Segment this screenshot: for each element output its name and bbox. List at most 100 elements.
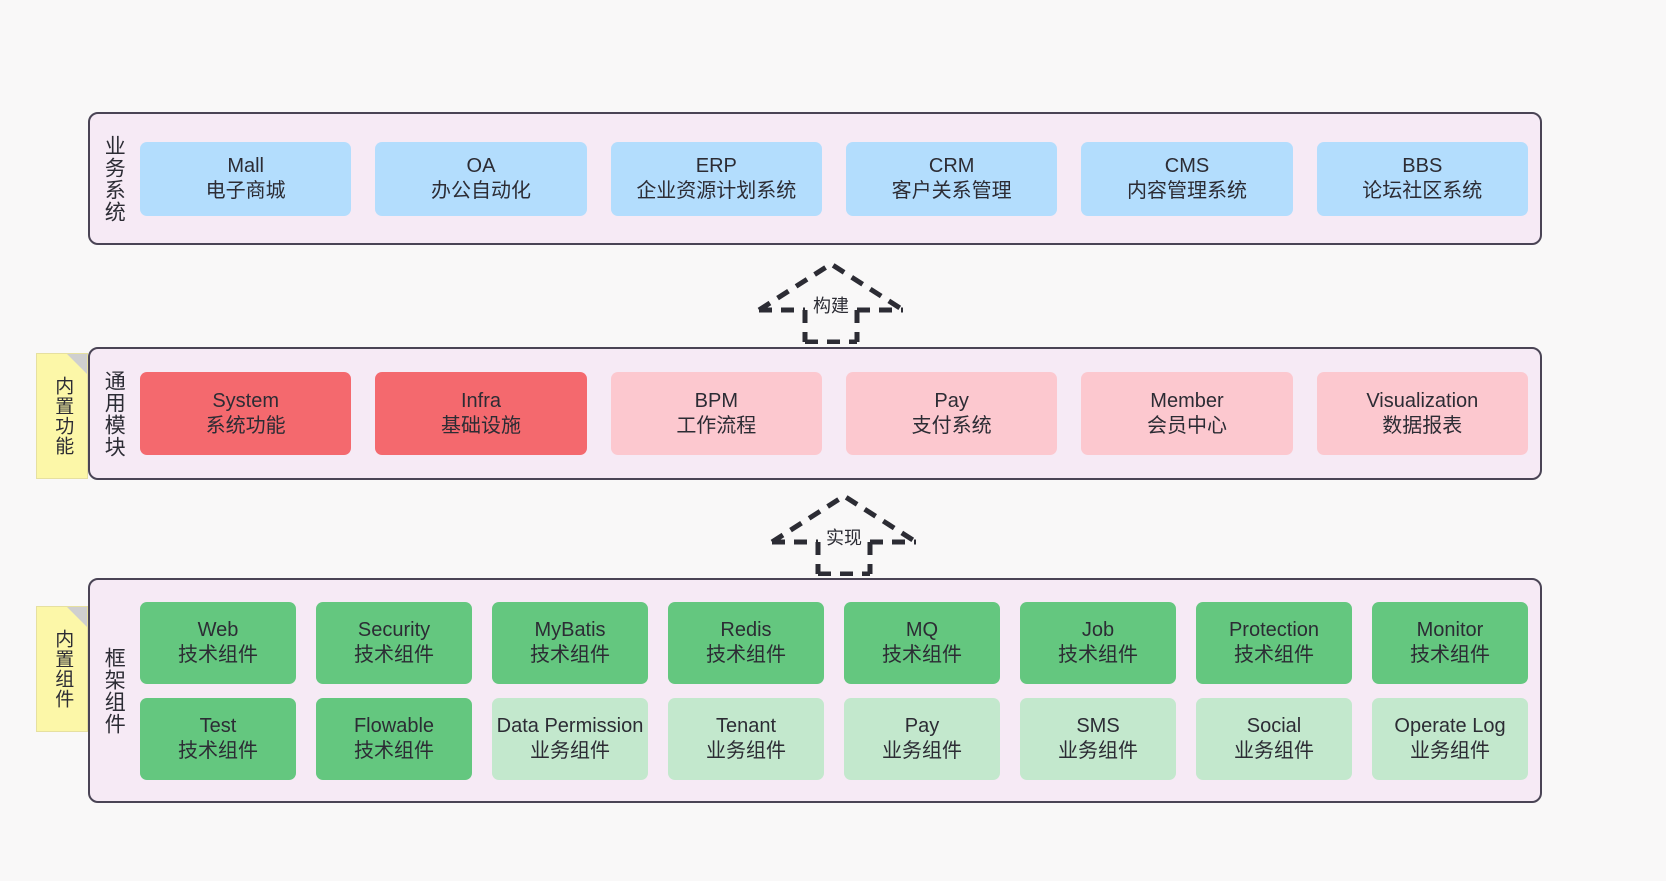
card-subtitle: 办公自动化 <box>430 179 531 202</box>
layer-body-common-modules: System 系统功能 Infra 基础设施 BPM 工作流程 Pay 支付系统… <box>136 349 1540 478</box>
card-data-permission[interactable]: Data Permission 业务组件 <box>492 697 648 780</box>
card-title: Monitor <box>1416 618 1484 641</box>
card-title: Mall <box>227 154 264 177</box>
card-social[interactable]: Social 业务组件 <box>1196 697 1352 780</box>
layer-title-framework-components: 框架组件 <box>102 646 126 735</box>
card-test[interactable]: Test 技术组件 <box>140 697 296 780</box>
card-bbs[interactable]: BBS 论坛社区系统 <box>1316 141 1528 216</box>
card-subtitle: 客户关系管理 <box>891 179 1012 202</box>
card-title: Job <box>1081 618 1115 641</box>
sticky-note-builtin-components: 内置组件 <box>36 606 88 732</box>
card-subtitle: 技术组件 <box>354 739 434 762</box>
card-pay-module[interactable]: Pay 支付系统 <box>845 372 1058 455</box>
card-title: Pay <box>904 714 940 737</box>
sticky-note-label: 内置功能 <box>52 376 74 456</box>
card-pay-component[interactable]: Pay 业务组件 <box>844 697 1000 780</box>
card-row: Test 技术组件 Flowable 技术组件 Data Permission … <box>140 697 1528 780</box>
layer-common-modules: 通用模块 System 系统功能 Infra 基础设施 BPM 工作流程 Pay… <box>88 347 1542 480</box>
card-title: BBS <box>1402 154 1443 177</box>
card-web[interactable]: Web 技术组件 <box>140 601 296 684</box>
card-subtitle: 技术组件 <box>178 739 258 762</box>
card-subtitle: 技术组件 <box>354 643 434 666</box>
sticky-note-builtin-features: 内置功能 <box>36 353 88 479</box>
layer-title-common-modules: 通用模块 <box>102 369 126 458</box>
card-title: System <box>212 389 279 412</box>
card-title: Protection <box>1228 618 1320 641</box>
card-subtitle: 业务组件 <box>882 739 962 762</box>
card-subtitle: 技术组件 <box>1234 643 1314 666</box>
card-subtitle: 技术组件 <box>706 643 786 666</box>
card-title: Operate Log <box>1394 714 1506 737</box>
card-title: Tenant <box>715 714 777 737</box>
card-visualization[interactable]: Visualization 数据报表 <box>1316 372 1528 455</box>
card-subtitle: 业务组件 <box>706 739 786 762</box>
card-mybatis[interactable]: MyBatis 技术组件 <box>492 601 648 684</box>
card-subtitle: 数据报表 <box>1382 414 1463 437</box>
card-title: Flowable <box>353 714 435 737</box>
card-title: Data Permission <box>496 714 644 737</box>
card-subtitle: 业务组件 <box>1234 739 1314 762</box>
card-title: Web <box>197 618 239 641</box>
card-crm[interactable]: CRM 客户关系管理 <box>845 141 1058 216</box>
card-title: OA <box>466 154 496 177</box>
card-subtitle: 企业资源计划系统 <box>636 179 797 202</box>
card-erp[interactable]: ERP 企业资源计划系统 <box>610 141 822 216</box>
card-sms[interactable]: SMS 业务组件 <box>1020 697 1176 780</box>
card-row: Web 技术组件 Security 技术组件 MyBatis 技术组件 Redi… <box>140 601 1528 684</box>
sticky-note-label: 内置组件 <box>52 629 74 709</box>
card-subtitle: 论坛社区系统 <box>1362 179 1483 202</box>
card-bpm[interactable]: BPM 工作流程 <box>610 372 822 455</box>
card-subtitle: 技术组件 <box>1058 643 1138 666</box>
layer-business-system: 业务系统 Mall 电子商城 OA 办公自动化 ERP 企业资源计划系统 CRM… <box>88 112 1542 245</box>
card-subtitle: 内容管理系统 <box>1126 179 1247 202</box>
card-subtitle: 业务组件 <box>530 739 610 762</box>
card-subtitle: 业务组件 <box>1058 739 1138 762</box>
card-infra[interactable]: Infra 基础设施 <box>375 372 587 455</box>
card-cms[interactable]: CMS 内容管理系统 <box>1081 141 1293 216</box>
layer-title-business-system: 业务系统 <box>102 134 126 223</box>
card-subtitle: 技术组件 <box>882 643 962 666</box>
card-member[interactable]: Member 会员中心 <box>1081 372 1293 455</box>
card-system[interactable]: System 系统功能 <box>140 372 352 455</box>
card-subtitle: 技术组件 <box>530 643 610 666</box>
card-subtitle: 工作流程 <box>676 414 757 437</box>
card-subtitle: 支付系统 <box>911 414 992 437</box>
card-title: CMS <box>1164 154 1210 177</box>
card-title: Visualization <box>1366 389 1479 412</box>
card-tenant[interactable]: Tenant 业务组件 <box>668 697 824 780</box>
card-subtitle: 业务组件 <box>1410 739 1490 762</box>
layer-framework-components: 框架组件 Web 技术组件 Security 技术组件 MyBatis 技术组件… <box>88 578 1542 803</box>
card-security[interactable]: Security 技术组件 <box>316 601 472 684</box>
card-subtitle: 基础设施 <box>440 414 521 437</box>
card-title: Security <box>357 618 431 641</box>
card-operate-log[interactable]: Operate Log 业务组件 <box>1372 697 1528 780</box>
card-mall[interactable]: Mall 电子商城 <box>140 141 352 216</box>
card-title: Infra <box>460 389 501 412</box>
card-subtitle: 技术组件 <box>1410 643 1490 666</box>
card-oa[interactable]: OA 办公自动化 <box>375 141 587 216</box>
card-title: Member <box>1150 389 1224 412</box>
card-title: BPM <box>694 389 738 412</box>
card-monitor[interactable]: Monitor 技术组件 <box>1372 601 1528 684</box>
card-job[interactable]: Job 技术组件 <box>1020 601 1176 684</box>
arrow-implement: 实现 <box>768 490 920 576</box>
card-row: Mall 电子商城 OA 办公自动化 ERP 企业资源计划系统 CRM 客户关系… <box>140 141 1528 216</box>
card-protection[interactable]: Protection 技术组件 <box>1196 601 1352 684</box>
card-title: SMS <box>1076 714 1120 737</box>
card-title: MQ <box>905 618 939 641</box>
layer-body-business-system: Mall 电子商城 OA 办公自动化 ERP 企业资源计划系统 CRM 客户关系… <box>136 114 1540 243</box>
card-title: Test <box>199 714 237 737</box>
card-subtitle: 系统功能 <box>205 414 286 437</box>
card-subtitle: 电子商城 <box>205 179 286 202</box>
card-mq[interactable]: MQ 技术组件 <box>844 601 1000 684</box>
card-title: Pay <box>934 389 969 412</box>
card-title: Social <box>1246 714 1302 737</box>
layer-body-framework-components: Web 技术组件 Security 技术组件 MyBatis 技术组件 Redi… <box>136 580 1540 801</box>
card-row: System 系统功能 Infra 基础设施 BPM 工作流程 Pay 支付系统… <box>140 372 1528 455</box>
card-flowable[interactable]: Flowable 技术组件 <box>316 697 472 780</box>
card-title: CRM <box>928 154 975 177</box>
card-title: MyBatis <box>534 618 606 641</box>
arrow-build: 构建 <box>755 258 907 344</box>
card-redis[interactable]: Redis 技术组件 <box>668 601 824 684</box>
